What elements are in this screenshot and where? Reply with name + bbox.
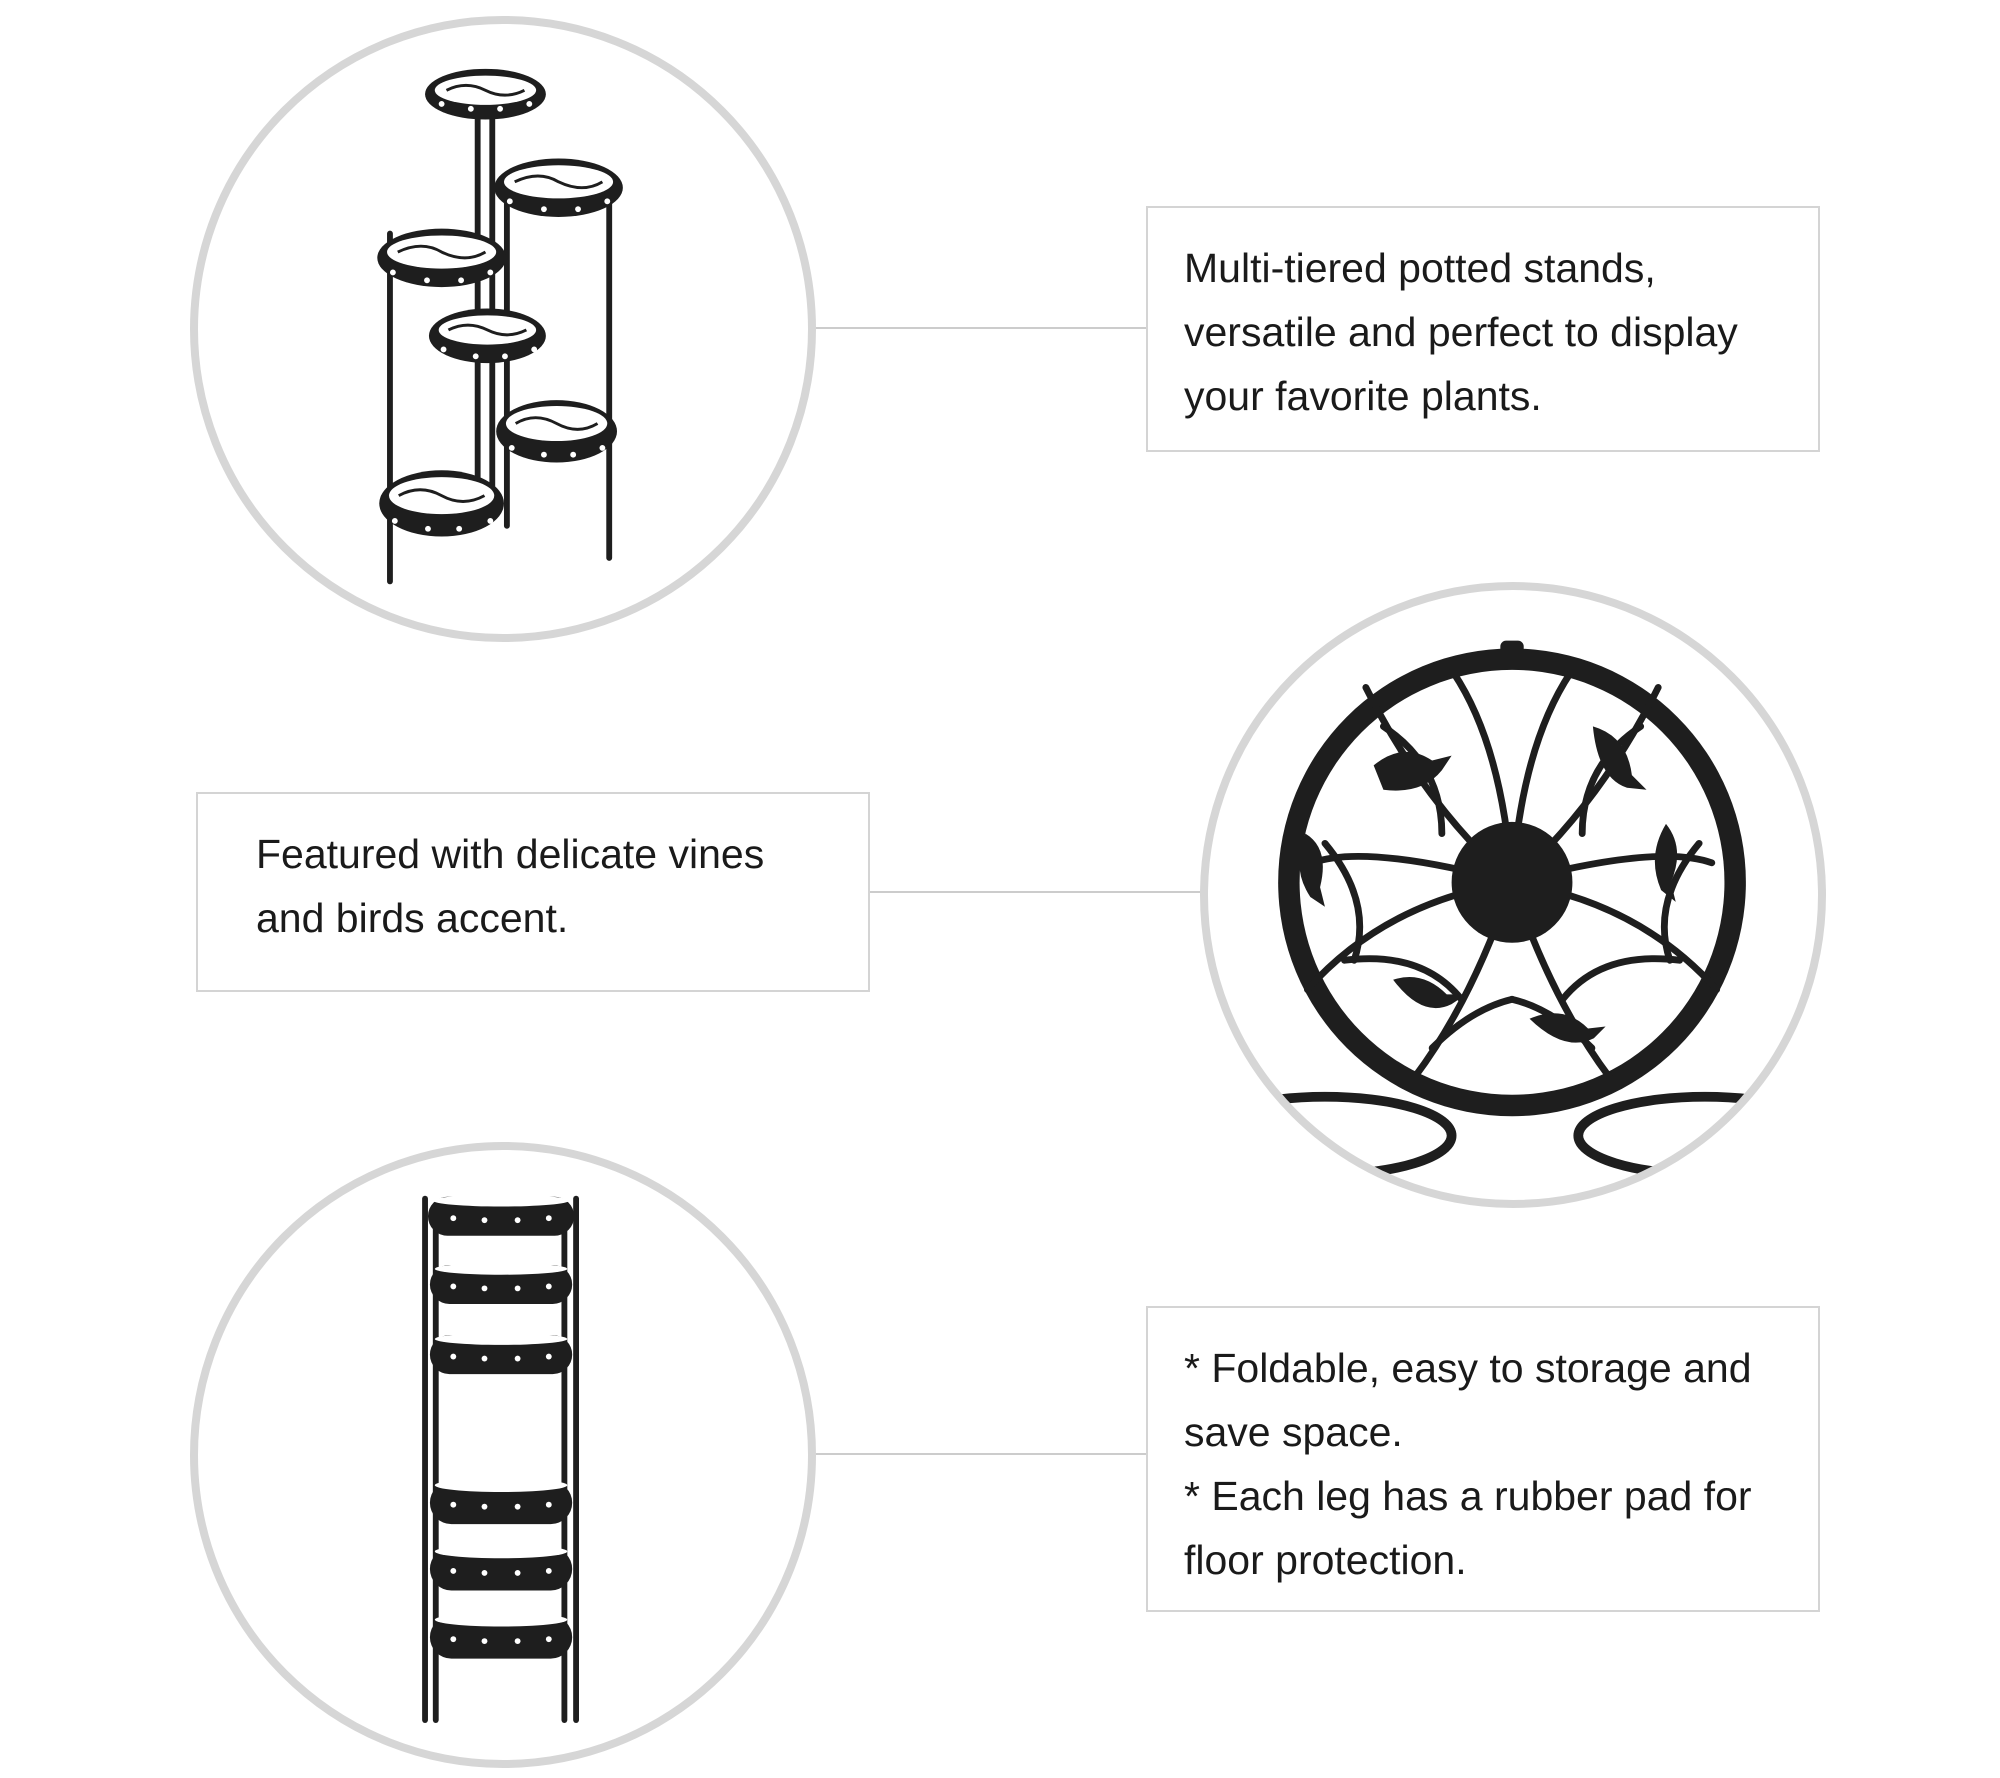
circle-image-3 [190, 1142, 816, 1768]
plant-stand-folded-image [422, 1194, 580, 1723]
callout-1-line-2: versatile and perfect to display [1184, 309, 1738, 355]
circle-image-2 [1200, 582, 1826, 1208]
callout-3-line-1: * Foldable, easy to storage and [1184, 1345, 1752, 1391]
callout-2-line-1: Featured with delicate vines [256, 831, 765, 877]
callout-1-line-1: Multi-tiered potted stands, [1184, 245, 1656, 291]
feature-callout-2: Featured with delicate vines and birds a… [196, 792, 870, 992]
callout-2-line-2: and birds accent. [256, 895, 569, 941]
feature-callout-3: * Foldable, easy to storage and save spa… [1146, 1306, 1820, 1612]
callout-3-line-3: * Each leg has a rubber pad for [1184, 1473, 1752, 1519]
vine-bird-tray-image [1208, 640, 1818, 1180]
circle-image-1 [190, 16, 816, 642]
callout-3-line-2: save space. [1184, 1409, 1403, 1455]
connector-line-1 [810, 327, 1150, 329]
connector-line-2 [868, 891, 1208, 893]
plant-stand-unfolded-image [377, 68, 623, 585]
feature-callout-1: Multi-tiered potted stands, versatile an… [1146, 206, 1820, 452]
connector-line-3 [810, 1453, 1150, 1455]
callout-3-line-4: floor protection. [1184, 1537, 1467, 1583]
callout-1-line-3: your favorite plants. [1184, 373, 1542, 419]
